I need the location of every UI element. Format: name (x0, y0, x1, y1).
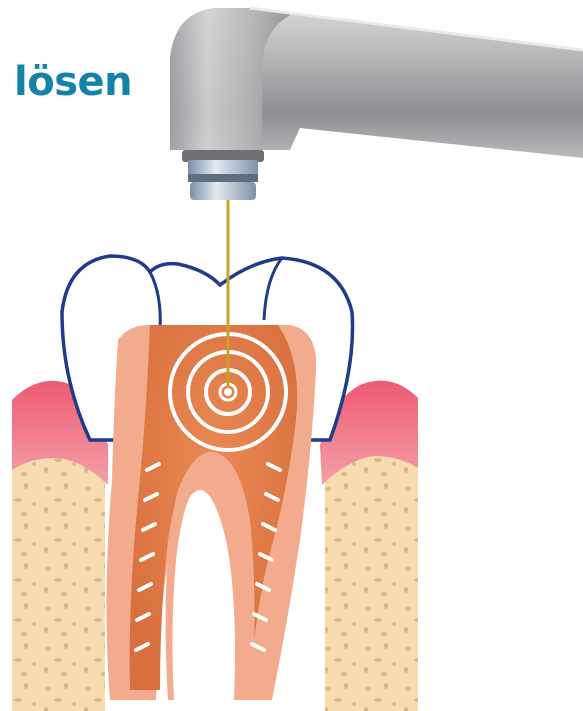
bone-left (12, 440, 105, 711)
handpiece-icon (170, 8, 583, 200)
bone-right (325, 442, 418, 711)
